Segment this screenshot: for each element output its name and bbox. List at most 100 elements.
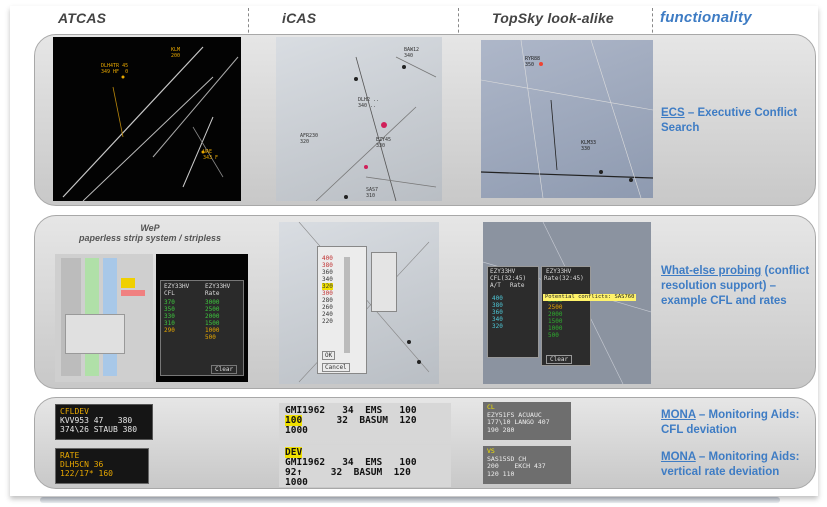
atcas-ecs-radar	[62, 46, 239, 201]
icas-mona-rate-line1: GMI1962 34 EMS 100	[285, 457, 417, 468]
topsky-wep-tooltip: Potential conflicts: SAS760	[543, 294, 637, 301]
icas-wep-option[interactable]: 360	[322, 269, 333, 276]
wep-strip-board	[55, 254, 153, 382]
header-icas: iCAS	[282, 10, 317, 26]
atcas-mona-rate: RATE DLH5CN 36 122/17* 160	[55, 448, 149, 484]
strip-highlight[interactable]	[121, 290, 145, 296]
icas-wep-rate-panel	[371, 252, 397, 312]
topsky-wep-cfl-option[interactable]: 340	[492, 316, 503, 323]
topsky-wep-cfl-title: CFL(32:45)	[490, 275, 527, 282]
atcas-mona-rate-label: RATE	[60, 451, 80, 460]
wep-menu-rate-option[interactable]: 1000	[205, 327, 220, 334]
wep-menu-screen: EZY33HV EZY33HV CFL Rate 370 350 330 310…	[156, 254, 248, 382]
function-mona-rate: MONA – Monitoring Aids: vertical rate de…	[661, 450, 813, 480]
function-mona-rate-abbr[interactable]: MONA	[661, 451, 696, 463]
atcas-mona-cfl-line2: 374\26 STAUB 380	[60, 425, 138, 434]
function-what-else-abbr[interactable]: What-else probing	[661, 265, 762, 277]
atcas-ecs-label: UAE 343 F	[203, 149, 219, 161]
icas-ecs-label: AFR230 320	[300, 133, 319, 145]
topsky-wep-cfl-option[interactable]: 400	[492, 295, 503, 302]
row-what-else: WeP paperless strip system / stripless E…	[34, 215, 816, 389]
wep-menu-cfl-option[interactable]: 290	[164, 327, 175, 334]
icas-ecs-radar	[315, 56, 437, 201]
wep-title-line2: paperless strip system / stripless	[78, 233, 222, 243]
function-mona-cfl-abbr[interactable]: MONA	[661, 409, 696, 421]
topsky-wep-rate-list: 3000 2500 2000 1500 1000 500	[548, 297, 562, 339]
icas-ecs-label: EZY45 330	[376, 137, 392, 149]
function-ecs-abbr[interactable]: ECS	[661, 107, 685, 119]
wep-menu-rate-option[interactable]: 500	[205, 334, 216, 341]
wep-menu-cfl-list: 370 350 330 310 290	[164, 299, 175, 334]
wep-title-line1: WeP	[140, 223, 160, 233]
icas-wep-cancel-button[interactable]: Cancel	[322, 363, 350, 372]
topsky-wep-cfl-option[interactable]: 320	[492, 323, 503, 330]
wep-menu-rate-option[interactable]: 2000	[205, 313, 220, 320]
wep-menu-cfl-option[interactable]: 370	[164, 299, 175, 306]
topsky-wep-clear-button[interactable]: Clear	[546, 355, 573, 364]
row-ecs: DLH4TR 45 349 HF 0 UAE 343 F KLM 200 BAW…	[34, 34, 816, 206]
atcas-mona-rate-line2: 122/17* 160	[60, 469, 113, 478]
topsky-wep-rate-option[interactable]: 2000	[548, 311, 563, 318]
column-divider	[248, 8, 249, 38]
topsky-wep-callsign: EZY33HV	[490, 268, 516, 275]
icas-ecs-screen: BAW12 340 DLH2 .. 340 .. AFR230 320 EZY4…	[276, 37, 442, 201]
wep-menu-title-a: EZY33HV	[164, 283, 190, 290]
wep-menu-rate-option[interactable]: 2500	[205, 306, 220, 313]
wep-menu-sub-b: Rate	[205, 290, 220, 297]
function-what-else: What-else probing (conflict resolution s…	[661, 264, 811, 309]
topsky-wep-sub-a: A/T	[490, 282, 501, 289]
wep-menu-sub-a: CFL	[164, 290, 175, 297]
icas-wep-option[interactable]: 280	[322, 297, 333, 304]
icas-wep-screen: 400 380 360 340 320 300 280 260 240 220 …	[279, 222, 439, 384]
function-what-else-text: (conflict resolution support) – example …	[661, 265, 810, 307]
icas-mona-rate-line3: 1000	[285, 477, 308, 488]
wep-menu-cfl-option[interactable]: 310	[164, 320, 175, 327]
topsky-mona-cfl-line1: EZY51FS ACUAUC	[487, 410, 542, 419]
icas-wep-option[interactable]: 320	[322, 283, 333, 290]
topsky-mona-cfl-line3: 190 280	[487, 425, 515, 434]
topsky-ecs-label: KLM33 330	[581, 140, 597, 152]
icas-wep-option[interactable]: 220	[322, 318, 333, 325]
function-mona-rate-text: – Monitoring Aids: vertical rate deviati…	[661, 451, 800, 478]
topsky-mona-rate-line2: 200 EKCH 437	[487, 462, 546, 470]
icas-wep-option[interactable]: 400	[322, 255, 333, 262]
strip-highlight[interactable]	[121, 278, 135, 288]
topsky-wep-rate-option[interactable]: 2500	[548, 304, 563, 311]
icas-wep-option[interactable]: 300	[322, 290, 333, 297]
wep-menu-cfl-option[interactable]: 330	[164, 313, 175, 320]
icas-wep-option[interactable]: 240	[322, 311, 333, 318]
wep-menu-rate-option[interactable]: 1500	[205, 320, 220, 327]
icas-mona-cfl-line1: GMI1962 34 EMS 100	[285, 405, 417, 416]
atcas-ecs-label: DLH4TR 45 349 HF 0	[101, 63, 129, 75]
topsky-wep-cfl-option[interactable]: 380	[492, 302, 503, 309]
topsky-wep-rate-option[interactable]: 1000	[548, 325, 563, 332]
atcas-ecs-label: KLM 200	[171, 47, 181, 59]
atcas-mona-cfl-label: CFLDEV	[60, 407, 89, 416]
icas-wep-option[interactable]: 340	[322, 276, 333, 283]
wep-title: WeP paperless strip system / stripless	[55, 223, 245, 243]
icas-wep-ok-button[interactable]: OK	[322, 351, 336, 360]
topsky-wep-cfl-option[interactable]: 360	[492, 309, 503, 316]
icas-wep-list: 400 380 360 340 320 300 280 260 240 220	[322, 255, 333, 325]
topsky-wep-rate-option[interactable]: 500	[548, 332, 559, 339]
atcas-mona-cfl-line1: KVV953 47 380	[60, 416, 133, 425]
header-atcas: ATCAS	[58, 10, 107, 26]
icas-ecs-label: SAS7 310	[366, 187, 379, 199]
wep-menu-rate-option[interactable]: 3000	[205, 299, 220, 306]
topsky-mona-rate-line3: 120 110	[487, 469, 515, 478]
wep-menu-cfl-option[interactable]: 350	[164, 306, 175, 313]
icas-wep-option[interactable]: 380	[322, 262, 333, 269]
icas-mona-cfl-highlight: 100	[285, 415, 303, 426]
topsky-wep-sub-b: Rate	[510, 282, 525, 289]
topsky-mona-cfl-tag: CL	[487, 403, 495, 411]
icas-ecs-label: DLH2 .. 340 ..	[358, 97, 380, 109]
topsky-wep-rate-option[interactable]: 1500	[548, 318, 563, 325]
wep-menu-clear-button[interactable]: Clear	[211, 365, 238, 374]
function-ecs-text: – Executive Conflict Search	[661, 107, 798, 134]
icas-wep-option[interactable]: 260	[322, 304, 333, 311]
icas-wep-scrollbar[interactable]	[344, 257, 350, 353]
